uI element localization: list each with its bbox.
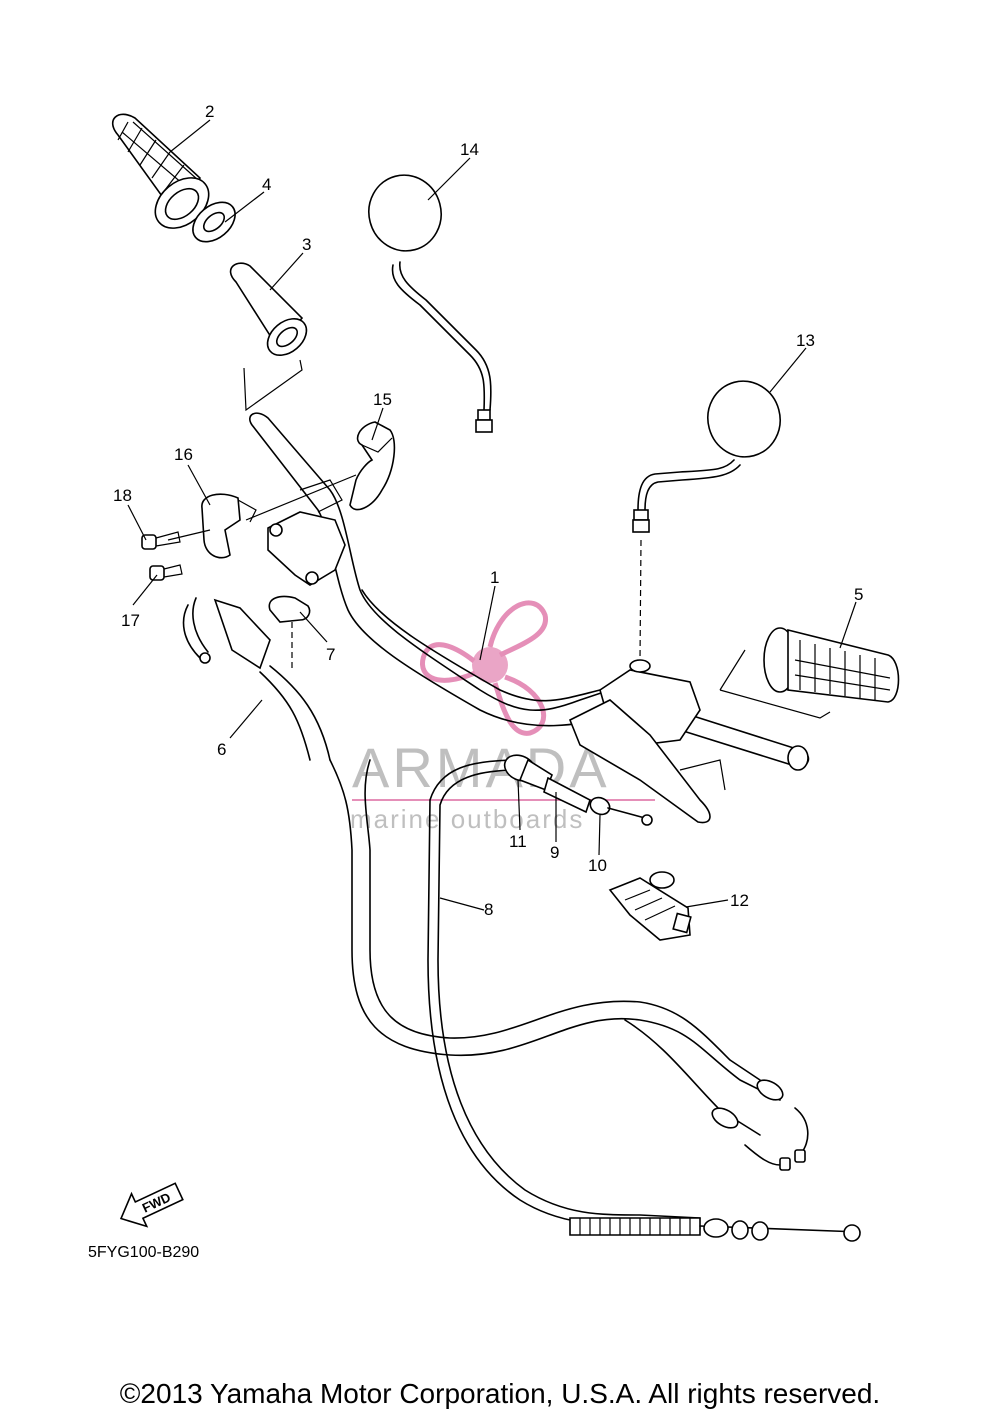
callout-7: 7 [326,645,335,664]
part-screw-17 [149,564,183,581]
watermark: ARMADA marine outboards [350,600,655,834]
callout-15: 15 [373,390,392,409]
watermark-subtitle: marine outboards [350,804,584,834]
callout-16: 16 [174,445,193,464]
callout-9: 9 [550,843,559,862]
part-holder-lower [201,493,257,559]
callout-6: 6 [217,740,226,759]
part-throttle-cable [182,597,809,1171]
part-clutch-lever [568,659,726,824]
forward-arrow-icon: FWD [119,1182,184,1228]
callout-4: 4 [262,175,271,194]
watermark-propeller-icon [420,600,548,736]
diagram-code: 5FYG100-B290 [88,1244,199,1261]
callout-17: 17 [121,611,140,630]
callout-leaders [127,119,857,911]
callout-5: 5 [854,585,863,604]
callout-12: 12 [730,891,749,910]
part-screw-18 [141,531,181,550]
callout-2: 2 [205,102,214,121]
part-collar-ring [192,201,236,243]
callout-10: 10 [588,856,607,875]
callouts: 1 2 3 4 5 6 7 8 9 10 11 12 13 14 15 16 1… [113,102,863,919]
callout-13: 13 [796,331,815,350]
part-handlebar [249,412,810,771]
callout-18: 18 [113,486,132,505]
part-cable-clamp [268,595,311,670]
part-cable-adjuster [503,754,653,826]
part-grip-right [719,627,900,719]
callout-14: 14 [460,140,479,159]
callout-3: 3 [302,235,311,254]
part-holder-upper [349,421,396,511]
part-mirror-left [368,174,493,433]
callout-11: 11 [509,832,527,851]
dashed-leaders [167,474,357,541]
part-grip-left [111,113,210,229]
part-rubber-boot [608,871,692,941]
copyright-notice: ©2013 Yamaha Motor Corporation, U.S.A. A… [119,1378,881,1409]
part-throttle-housing [267,479,346,586]
callout-8: 8 [484,900,493,919]
part-mirror-right [632,380,781,661]
part-clutch-cable [427,759,861,1242]
callout-1: 1 [490,568,499,587]
part-throttle-tube [229,262,308,412]
